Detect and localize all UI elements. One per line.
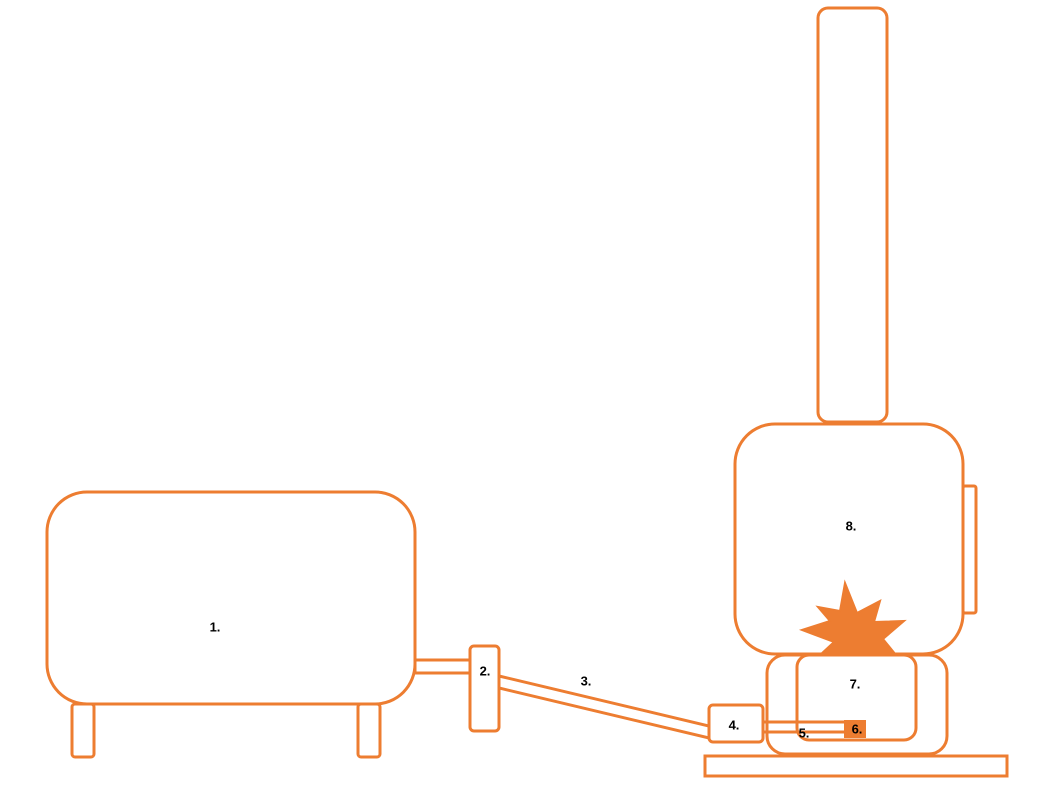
tank-leg-right xyxy=(356,702,382,759)
label-4: 4. xyxy=(729,717,740,732)
chimney xyxy=(816,6,889,424)
boiler-side-panel xyxy=(961,484,978,615)
tank-1 xyxy=(45,490,417,706)
component-2 xyxy=(468,644,501,733)
label-6: 6. xyxy=(852,721,863,736)
pipe-tank-to-2 xyxy=(413,658,472,675)
base-plate xyxy=(703,754,1009,778)
label-8: 8. xyxy=(846,518,857,533)
label-5: 5. xyxy=(799,725,810,740)
label-7: 7. xyxy=(850,676,861,691)
nozzle-6 xyxy=(844,720,866,738)
label-3: 3. xyxy=(581,673,592,688)
label-1: 1. xyxy=(210,619,221,634)
flame-icon xyxy=(798,579,907,656)
pipe-3 xyxy=(497,674,711,740)
tank-leg-left xyxy=(70,702,96,759)
label-2: 2. xyxy=(480,663,491,678)
